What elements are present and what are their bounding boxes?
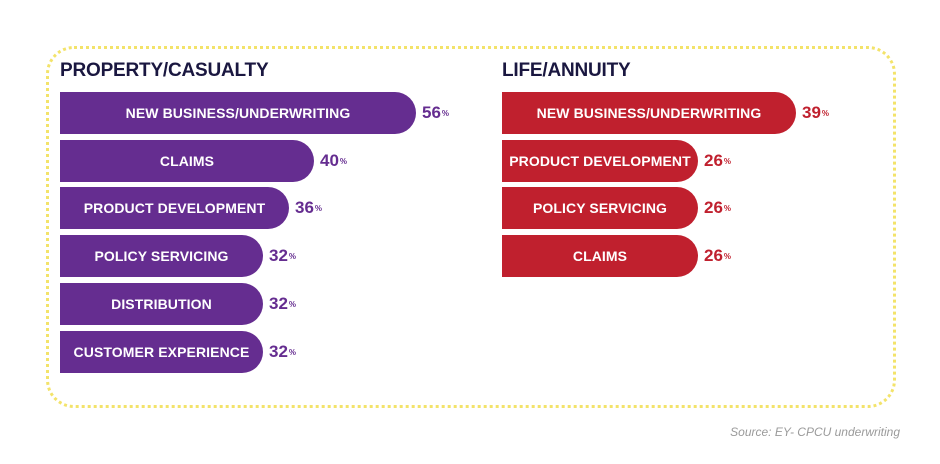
pc-value-label-2: 36% bbox=[295, 198, 323, 217]
pc-bar-5: CUSTOMER EXPERIENCE bbox=[60, 331, 263, 373]
la-bar-1: PRODUCT DEVELOPMENT bbox=[502, 140, 698, 182]
la-panel-title: LIFE/ANNUITY bbox=[502, 60, 631, 81]
pc-bar-2: PRODUCT DEVELOPMENT bbox=[60, 187, 289, 229]
la-bar-2: POLICY SERVICING bbox=[502, 187, 698, 229]
la-value-label-2: 26% bbox=[704, 198, 732, 217]
pc-value-label-5: 32% bbox=[269, 342, 297, 361]
pc-bar-0: NEW BUSINESS/UNDERWRITING bbox=[60, 92, 416, 134]
la-bar-0: NEW BUSINESS/UNDERWRITING bbox=[502, 92, 796, 134]
la-bar-3: CLAIMS bbox=[502, 235, 698, 277]
pc-value-label-0: 56% bbox=[422, 103, 450, 122]
pc-value-label-1: 40% bbox=[320, 151, 348, 170]
chart-frame bbox=[46, 46, 896, 408]
la-value-label-0: 39% bbox=[802, 103, 830, 122]
source-note: Source: EY- CPCU underwriting bbox=[730, 425, 900, 439]
pc-bar-4: DISTRIBUTION bbox=[60, 283, 263, 325]
la-value-label-3: 26% bbox=[704, 246, 732, 265]
pc-bar-1: CLAIMS bbox=[60, 140, 314, 182]
la-value-label-1: 26% bbox=[704, 151, 732, 170]
pc-value-label-4: 32% bbox=[269, 294, 297, 313]
pc-value-label-3: 32% bbox=[269, 246, 297, 265]
pc-bar-3: POLICY SERVICING bbox=[60, 235, 263, 277]
pc-panel-title: PROPERTY/CASUALTY bbox=[60, 60, 269, 81]
